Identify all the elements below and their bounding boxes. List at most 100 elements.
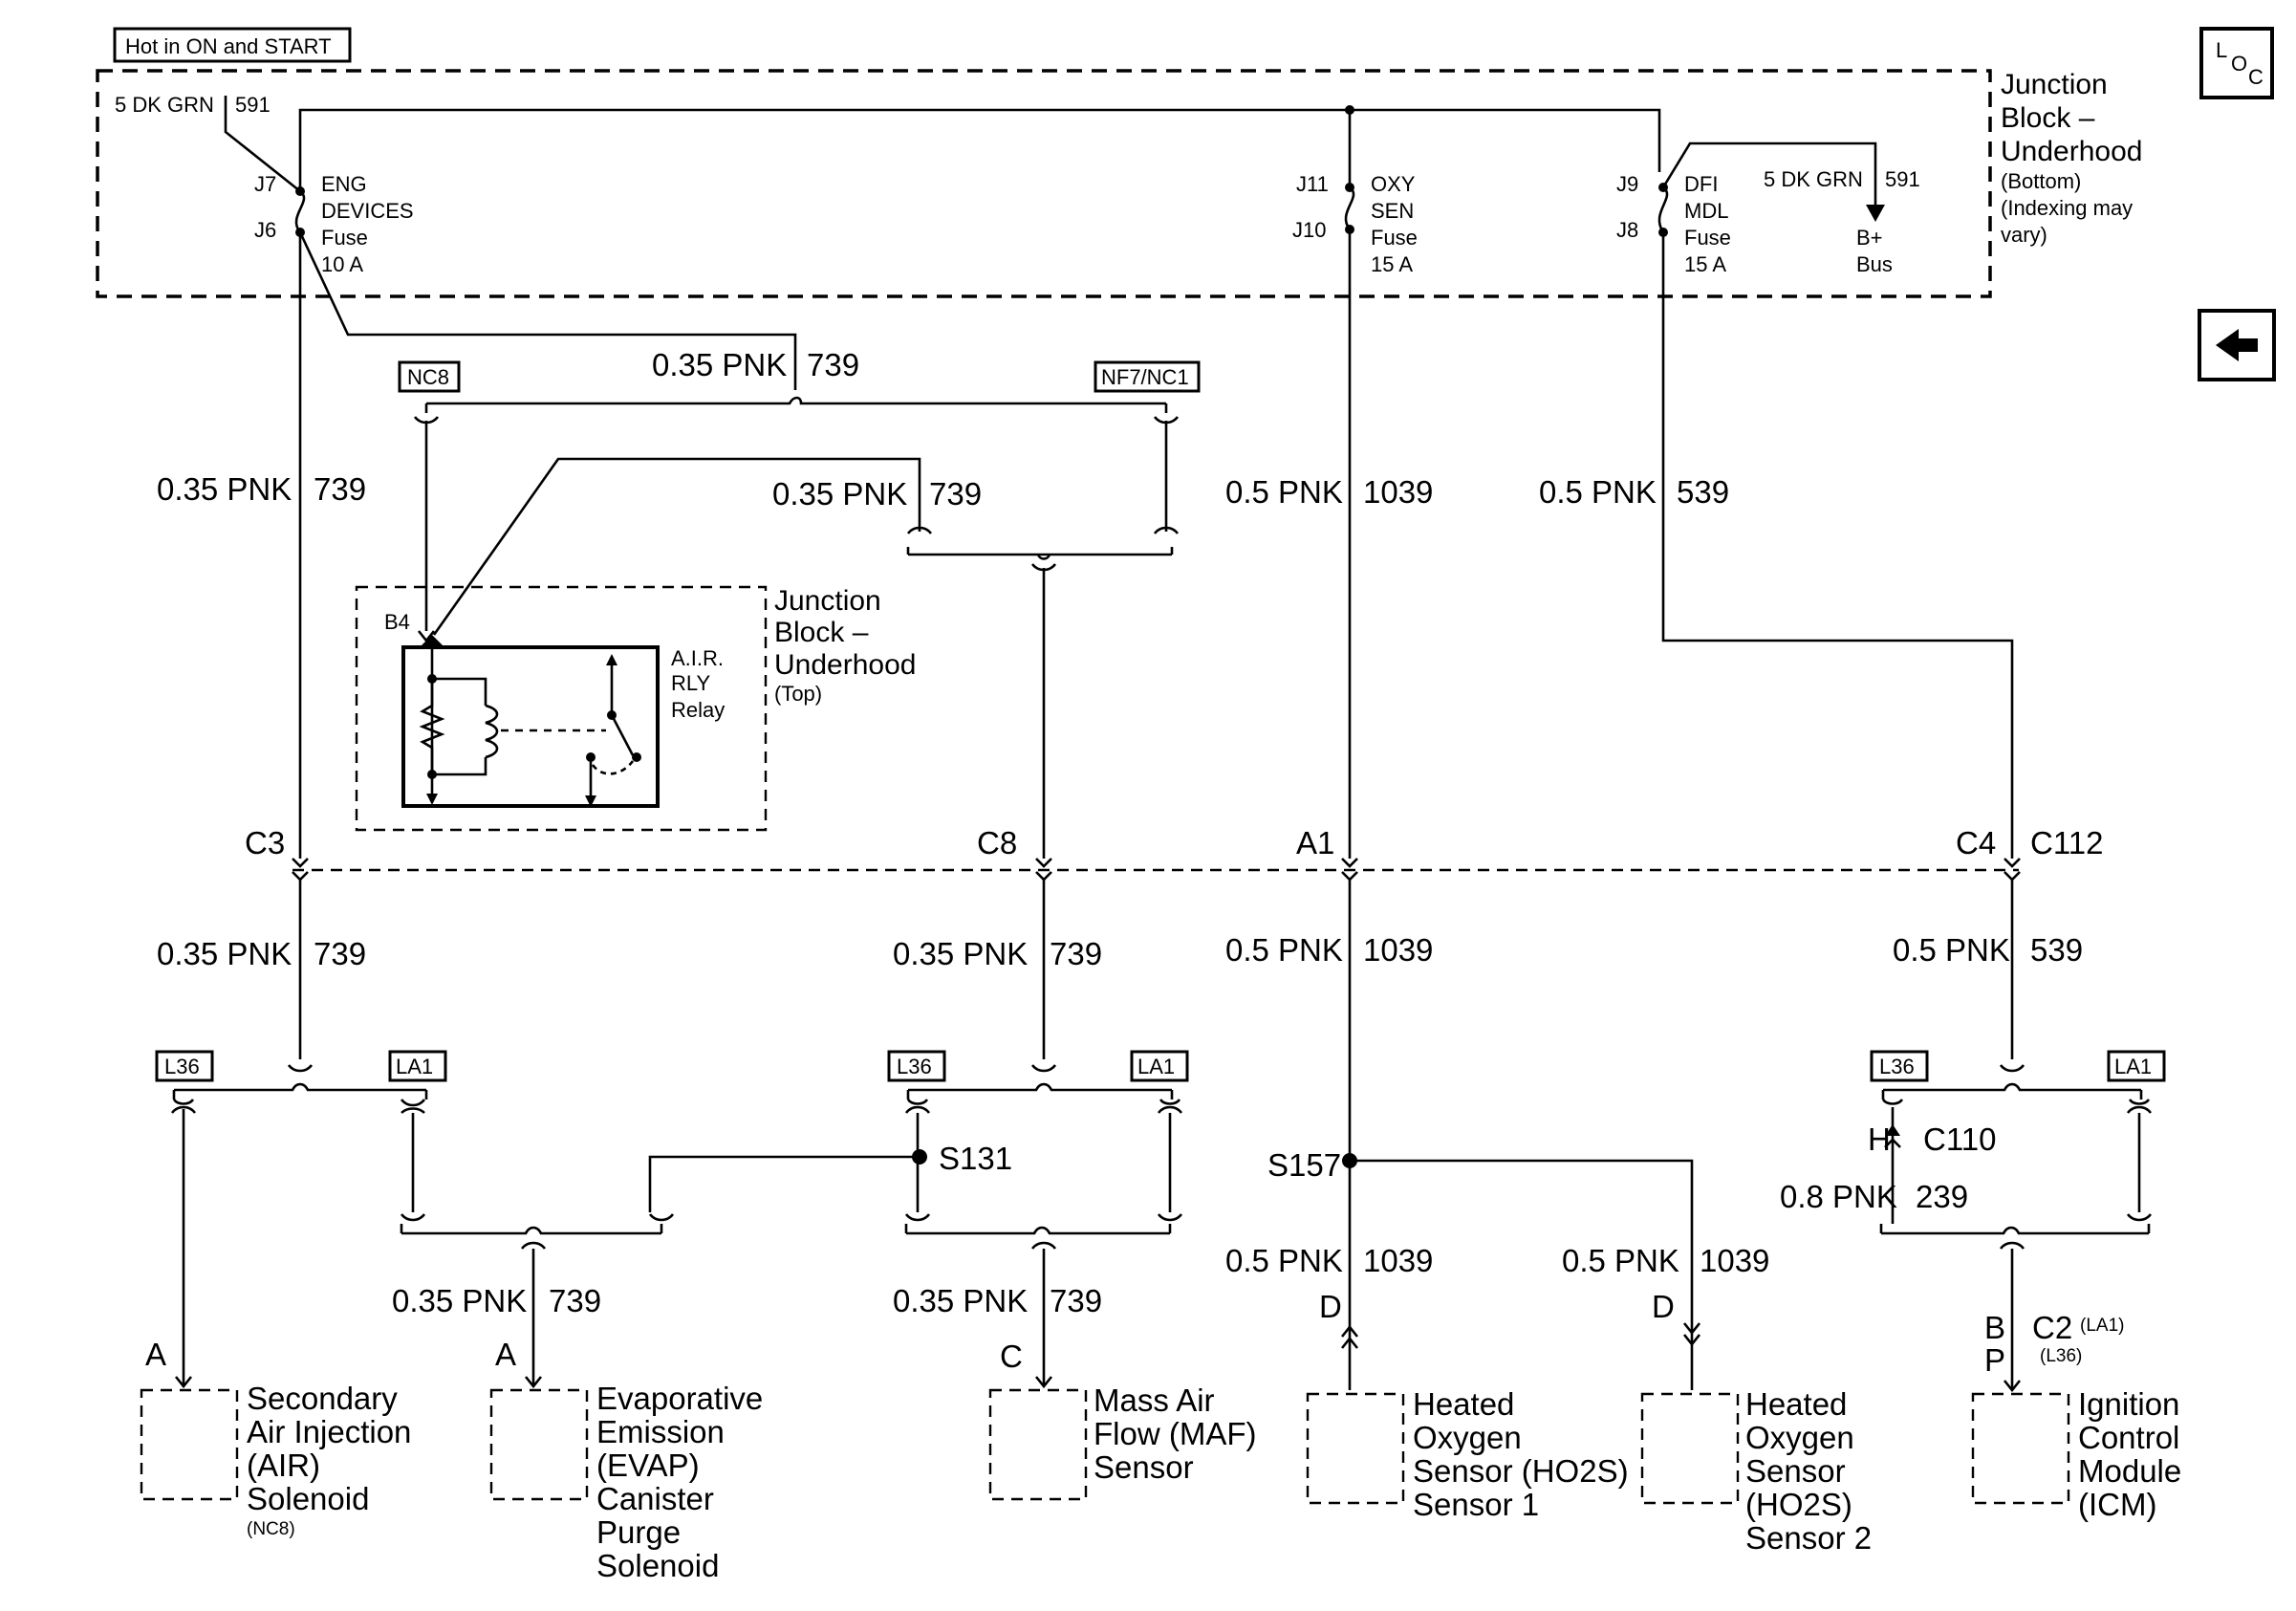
option-tag-nf7nc1-top: NF7/NC1 <box>1094 360 1201 393</box>
svg-text:LA1: LA1 <box>2114 1055 2152 1078</box>
connector-c110: C110 <box>1923 1121 1996 1157</box>
fuse-dfi-mdl: J9 J8 DFI MDL Fuse 15 A 5 DK GRN 591 B+ … <box>1616 142 1920 276</box>
w739-mid-circuit: 739 <box>929 476 982 512</box>
back-arrow-icon[interactable] <box>2198 309 2276 381</box>
jb-bottom-title-2: Block – <box>2001 102 2095 134</box>
fuse2-line1: OXY <box>1371 172 1416 196</box>
svg-text:Oxygen: Oxygen <box>1745 1420 1854 1455</box>
component-evap-solenoid: A Evaporative Emission (EVAP) Canister P… <box>489 1337 763 1583</box>
fuse-eng-devices: J7 J6 ENG DEVICES Fuse 10 A <box>254 172 414 276</box>
w739-c8-size: 0.35 PNK <box>893 936 1028 971</box>
feed-wire-circuit: 591 <box>235 93 271 117</box>
header-label-box: Hot in ON and START <box>113 27 352 63</box>
junction-block-bottom-title: Junction Block – Underhood (Bottom) (Ind… <box>2001 69 2142 247</box>
jb-bottom-note-1: (Bottom) <box>2001 169 2081 193</box>
svg-text:D: D <box>1652 1289 1675 1324</box>
relay-pin-b4: B4 <box>384 610 410 634</box>
svg-text:LA1: LA1 <box>1137 1055 1175 1078</box>
fuse3-pin-in: J9 <box>1616 172 1638 196</box>
w539-c4-size: 0.5 PNK <box>1893 932 2010 968</box>
svg-text:NC8: NC8 <box>407 365 449 389</box>
fuse2-line3: Fuse <box>1371 226 1418 250</box>
air-relay: A.I.R. RLY Relay <box>401 630 725 808</box>
svg-text:Sensor (HO2S): Sensor (HO2S) <box>1413 1453 1629 1489</box>
svg-text:Heated: Heated <box>1745 1386 1847 1422</box>
svg-text:LA1: LA1 <box>396 1055 433 1078</box>
option-tag-l36-left: L36 <box>155 1050 214 1082</box>
svg-text:D: D <box>1319 1289 1342 1324</box>
fuse1-pin-in: J7 <box>254 172 276 196</box>
fuse2-pin-in: J11 <box>1296 172 1329 196</box>
svg-text:Solenoid: Solenoid <box>247 1481 369 1516</box>
w739-top-circuit: 739 <box>807 347 859 382</box>
svg-text:Relay: Relay <box>671 698 725 722</box>
w739-maf-size: 0.35 PNK <box>893 1283 1028 1318</box>
w1039-s1-circuit: 1039 <box>1363 1243 1433 1278</box>
component-air-solenoid: A Secondary Air Injection (AIR) Solenoid… <box>140 1337 411 1539</box>
w739-evap-size: 0.35 PNK <box>392 1283 527 1318</box>
jb-bottom-note-3: vary) <box>2001 223 2047 247</box>
upper-wiring <box>298 229 2014 859</box>
svg-text:Air Injection: Air Injection <box>247 1414 411 1449</box>
svg-text:Module: Module <box>2078 1453 2181 1489</box>
w1039-a1-circuit: 1039 <box>1363 932 1433 968</box>
option-tag-l36-mid: L36 <box>887 1050 946 1082</box>
svg-text:(Top): (Top) <box>774 682 822 706</box>
component-icm: B P C2 (LA1) (L36) Ignition Control Modu… <box>1971 1310 2181 1522</box>
jb-bottom-title-3: Underhood <box>2001 136 2142 167</box>
svg-text:RLY: RLY <box>671 671 710 695</box>
svg-text:Underhood: Underhood <box>774 649 916 681</box>
location-icon[interactable]: L O C <box>2199 27 2274 99</box>
svg-text:L36: L36 <box>897 1055 932 1078</box>
svg-text:Sensor: Sensor <box>1094 1449 1194 1485</box>
feed-bus <box>224 96 1661 193</box>
fuse1-line2: DEVICES <box>321 199 414 223</box>
svg-text:(ICM): (ICM) <box>2078 1487 2156 1522</box>
bplus-label-1: B+ <box>1856 226 1883 250</box>
svg-text:Ignition: Ignition <box>2078 1386 2179 1422</box>
svg-text:(EVAP): (EVAP) <box>596 1448 700 1483</box>
w239-circuit: 239 <box>1916 1179 1968 1214</box>
component-ho2s-sensor-1: D Heated Oxygen Sensor (HO2S) Sensor 1 <box>1306 1289 1629 1522</box>
fuse1-line1: ENG <box>321 172 367 196</box>
svg-text:Sensor 2: Sensor 2 <box>1745 1520 1872 1556</box>
option-tag-l36-right: L36 <box>1870 1050 1929 1082</box>
fuse2-line4: 15 A <box>1371 252 1413 276</box>
connector-c3: C3 <box>245 825 285 860</box>
splice-s131: S131 <box>939 1141 1012 1176</box>
splice-s157: S157 <box>1267 1147 1341 1183</box>
jb-bottom-title-1: Junction <box>2001 69 2108 100</box>
w1039-s1-size: 0.5 PNK <box>1225 1243 1343 1278</box>
w739-left-size: 0.35 PNK <box>157 471 292 507</box>
w539-c4-circuit: 539 <box>2030 932 2083 968</box>
option-tag-nc8-top: NC8 <box>398 360 461 393</box>
w1039-upper-size: 0.5 PNK <box>1225 474 1343 510</box>
jb-bottom-note-2: (Indexing may <box>2001 196 2133 220</box>
svg-text:Flow (MAF): Flow (MAF) <box>1094 1416 1256 1451</box>
fuse2-pin-out: J10 <box>1292 218 1326 242</box>
svg-text:A: A <box>495 1337 516 1372</box>
w739-c8-circuit: 739 <box>1050 936 1102 971</box>
svg-text:Sensor: Sensor <box>1745 1453 1846 1489</box>
fuse2-line2: SEN <box>1371 199 1414 223</box>
fuse1-pin-out: J6 <box>254 218 276 242</box>
svg-text:NF7/NC1: NF7/NC1 <box>1101 365 1189 389</box>
lower-wiring <box>170 880 2153 1377</box>
svg-text:Mass Air: Mass Air <box>1094 1382 1215 1418</box>
w739-maf-circuit: 739 <box>1050 1283 1102 1318</box>
w739-top-size: 0.35 PNK <box>652 347 787 382</box>
svg-text:O: O <box>2231 52 2247 76</box>
fuse3-line2: MDL <box>1684 199 1728 223</box>
w739-c3-size: 0.35 PNK <box>157 936 292 971</box>
fuse-oxy-sen: J11 J10 OXY SEN Fuse 15 A <box>1292 172 1418 276</box>
w1039-s2-size: 0.5 PNK <box>1562 1243 1679 1278</box>
w539-upper-size: 0.5 PNK <box>1539 474 1657 510</box>
svg-text:Emission: Emission <box>596 1414 725 1449</box>
fuse3-line3: Fuse <box>1684 226 1731 250</box>
junction-block-bottom-outline <box>96 69 1992 298</box>
bplus-wire-circuit: 591 <box>1885 167 1920 191</box>
svg-text:Canister: Canister <box>596 1481 714 1516</box>
option-tag-la1-mid: LA1 <box>1130 1050 1189 1082</box>
fuse3-line4: 15 A <box>1684 252 1726 276</box>
